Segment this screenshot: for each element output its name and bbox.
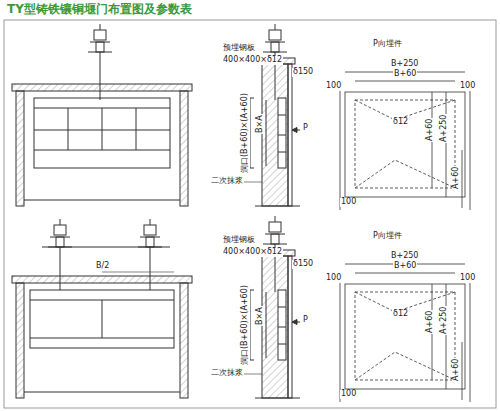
dimension-label: B+60 <box>393 70 417 79</box>
dimension-label: 100 <box>340 390 357 399</box>
dimension-label: A+60 <box>452 166 461 190</box>
dimension-label: A+60 <box>426 310 435 334</box>
dimension-label: 预埋钢板 <box>222 236 256 245</box>
dimension-label: 二次抹浆 <box>210 369 244 378</box>
dimension-label: δ12 <box>392 310 409 319</box>
dimension-label: P <box>302 316 309 325</box>
dimension-label: 100 <box>459 82 476 91</box>
dimension-label: B×A <box>256 114 265 134</box>
dimension-label: A+250 <box>440 114 449 143</box>
dimension-label: δ12 <box>392 118 409 127</box>
dimension-label: B+60 <box>393 262 417 271</box>
dimension-label: 100 <box>340 198 357 207</box>
dimension-label: A+250 <box>440 306 449 335</box>
dimension-label: B/2 <box>95 262 110 271</box>
dimension-label: 100 <box>459 274 476 283</box>
dimension-label: A+60 <box>426 118 435 142</box>
dimension-label: P向埋件 <box>372 40 403 49</box>
dimension-label: 预埋钢板 <box>222 44 256 53</box>
dimension-label: δ150 <box>292 68 314 77</box>
dimension-label: 400×400×δ12 <box>222 248 283 257</box>
dimension-label: B+250 <box>390 60 419 69</box>
dimension-label: 洞口(B+60)×(A+60) <box>241 92 250 174</box>
dimension-label: B+250 <box>390 252 419 261</box>
diagram-title: TY型铸铁镶铜堰门布置图及参数表 <box>6 3 193 16</box>
dimension-label: 二次抹浆 <box>210 177 244 186</box>
dimension-label: 100 <box>325 274 342 283</box>
dimension-label: P <box>302 124 309 133</box>
dimension-label: P向埋件 <box>372 232 403 241</box>
dimension-label: δ150 <box>292 260 314 269</box>
dimension-label: A+60 <box>452 358 461 382</box>
dimension-label: B×A <box>256 306 265 326</box>
dimension-label: 100 <box>325 82 342 91</box>
dimension-label: 洞口(B+60)×(A+60) <box>241 284 250 366</box>
dimension-label: 400×400×δ12 <box>222 56 283 65</box>
